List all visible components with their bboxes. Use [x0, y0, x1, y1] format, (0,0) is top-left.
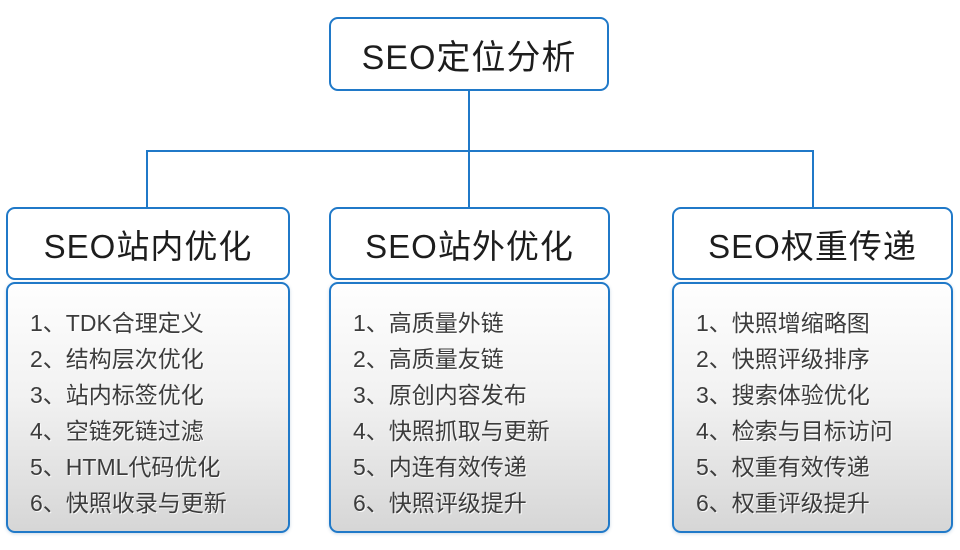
- list-item: 6、权重评级提升: [696, 490, 870, 516]
- list-item: 2、结构层次优化: [30, 346, 204, 372]
- list-item: 2、快照评级排序: [696, 346, 870, 372]
- list-item: 5、HTML代码优化: [30, 454, 221, 480]
- list-item: 6、快照评级提升: [353, 490, 527, 516]
- list-item: 1、快照增缩略图: [696, 310, 870, 336]
- branch-list-offsite-optimization: 1、高质量外链 2、高质量友链 3、原创内容发布 4、快照抓取与更新 5、内连有…: [329, 282, 610, 533]
- list-item: 6、快照收录与更新: [30, 490, 227, 516]
- connector-center-vertical: [468, 150, 470, 207]
- list-item: 4、空链死链过滤: [30, 418, 204, 444]
- connector-root-vertical: [468, 91, 470, 151]
- branch-list-onsite-optimization: 1、TDK合理定义 2、结构层次优化 3、站内标签优化 4、空链死链过滤 5、H…: [6, 282, 290, 533]
- branch-heading-onsite-optimization: SEO站内优化: [6, 207, 290, 280]
- list-item: 3、原创内容发布: [353, 382, 527, 408]
- branch-offsite-optimization: SEO站外优化 1、高质量外链 2、高质量友链 3、原创内容发布 4、快照抓取与…: [329, 207, 610, 533]
- list-item: 4、快照抓取与更新: [353, 418, 550, 444]
- list-item: 5、权重有效传递: [696, 454, 870, 480]
- branch-list-weight-transfer: 1、快照增缩略图 2、快照评级排序 3、搜索体验优化 4、检索与目标访问 5、权…: [672, 282, 953, 533]
- list-item: 1、高质量外链: [353, 310, 504, 336]
- list-item: 4、检索与目标访问: [696, 418, 893, 444]
- branch-heading-offsite-optimization: SEO站外优化: [329, 207, 610, 280]
- connector-left-vertical: [146, 150, 148, 207]
- list-item: 2、高质量友链: [353, 346, 504, 372]
- branch-heading-weight-transfer: SEO权重传递: [672, 207, 953, 280]
- branch-onsite-optimization: SEO站内优化 1、TDK合理定义 2、结构层次优化 3、站内标签优化 4、空链…: [6, 207, 290, 533]
- connector-right-vertical: [812, 150, 814, 207]
- connector-main-horizontal: [146, 150, 814, 152]
- list-item: 1、TDK合理定义: [30, 310, 204, 336]
- list-item: 3、站内标签优化: [30, 382, 204, 408]
- list-item: 3、搜索体验优化: [696, 382, 870, 408]
- branch-weight-transfer: SEO权重传递 1、快照增缩略图 2、快照评级排序 3、搜索体验优化 4、检索与…: [672, 207, 953, 533]
- root-node-seo-positioning-analysis: SEO定位分析: [329, 17, 609, 91]
- list-item: 5、内连有效传递: [353, 454, 527, 480]
